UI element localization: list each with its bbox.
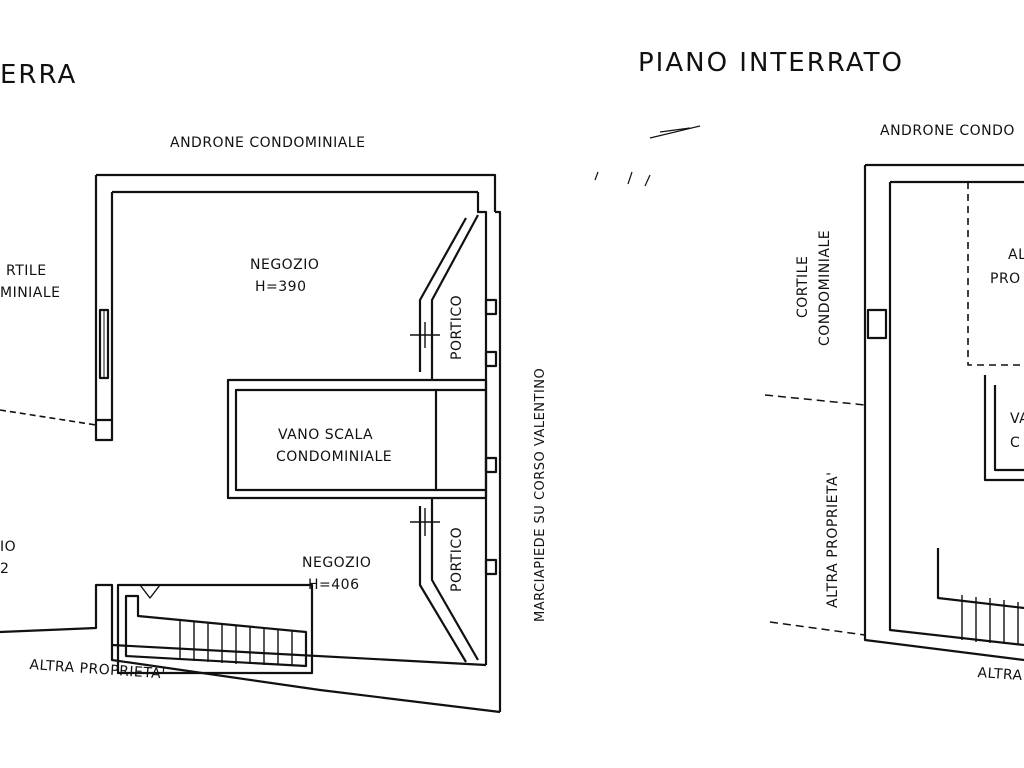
left-pilaster-1 (484, 298, 498, 316)
left-vano-connector (436, 388, 486, 492)
left-portico-upper-slant (430, 214, 479, 380)
left-cortile-label-1: RTILE (6, 263, 47, 279)
left-partial-room-1: IO (0, 539, 17, 555)
right-cortile-line (764, 394, 866, 406)
right-stair-treads (961, 595, 1019, 645)
left-portico-lower-slant (430, 498, 479, 661)
left-lower-west-wall (94, 420, 114, 442)
left-androne-label: ANDRONE CONDOMINIALE (170, 135, 366, 151)
left-outer-wall-top (96, 173, 497, 212)
left-pilaster-4 (484, 558, 498, 576)
right-plan-title: PIANO INTERRATO (638, 48, 904, 78)
left-bottom-wall (0, 583, 501, 714)
negozio-upper-name: NEGOZIO (250, 257, 320, 273)
left-pilaster-2 (484, 350, 498, 368)
left-stair-treads (179, 620, 293, 666)
right-altra-bottom-label: ALTRA (976, 665, 1024, 685)
left-stair-outline (124, 594, 308, 668)
left-bottom-inner (111, 643, 487, 667)
portico-upper-label: PORTICO (449, 294, 465, 360)
left-door-mark-lower (410, 508, 440, 536)
left-plan-title: ERRA (0, 60, 78, 90)
left-west-wall (94, 175, 114, 422)
right-stair-frame (936, 548, 1024, 610)
left-stair-frame (116, 583, 314, 675)
right-altra-label-1: AL (1008, 247, 1024, 263)
left-facade-wall (495, 210, 502, 712)
right-altra-dashed (967, 182, 1024, 366)
negozio-upper-height: H=390 (255, 279, 307, 295)
left-partial-room-2: 2 (0, 561, 10, 577)
portico-lower-label: PORTICO (449, 526, 465, 592)
left-cortile-line (0, 409, 97, 426)
negozio-lower-height: H=406 (308, 577, 360, 593)
marciapiede-label: MARCIAPIEDE SU CORSO VALENTINO (533, 367, 548, 622)
left-cortile-label-2: MINIALE (0, 285, 61, 301)
right-west-wall (863, 165, 1024, 662)
right-west-window (866, 308, 888, 340)
left-door-mark-upper (410, 322, 440, 348)
right-vano-box (983, 375, 1024, 482)
right-altra-label-2: PRO (990, 271, 1021, 287)
right-androne-label: ANDRONE CONDO (880, 123, 1015, 139)
left-stair-arrow (139, 584, 161, 599)
right-vano-box-inner (993, 385, 1024, 472)
right-vano-label-1: VA (1010, 411, 1024, 427)
right-west-inner (888, 182, 1024, 647)
left-portico-upper-slant-2 (418, 217, 467, 372)
left-portico-lower-slant-2 (418, 506, 467, 663)
left-vano-scala-outer (226, 378, 488, 500)
right-cortile-label-2: CONDOMINIALE (817, 229, 833, 346)
right-altra-proprieta-label: ALTRA PROPRIETA' (825, 471, 841, 608)
vano-scala-label-1: VANO SCALA (278, 427, 374, 443)
right-cortile-label-1: CORTILE (795, 255, 811, 318)
scribble-mark (649, 125, 701, 139)
left-pilaster-3 (484, 456, 498, 474)
scribble-mark-2 (594, 171, 651, 187)
vano-scala-label-2: CONDOMINIALE (276, 449, 393, 465)
right-vano-label-2: C (1010, 435, 1021, 451)
negozio-lower-name: NEGOZIO (302, 555, 372, 571)
right-altra-line (769, 621, 866, 636)
left-facade-inner (476, 192, 488, 665)
left-vano-scala-inner (234, 388, 438, 492)
